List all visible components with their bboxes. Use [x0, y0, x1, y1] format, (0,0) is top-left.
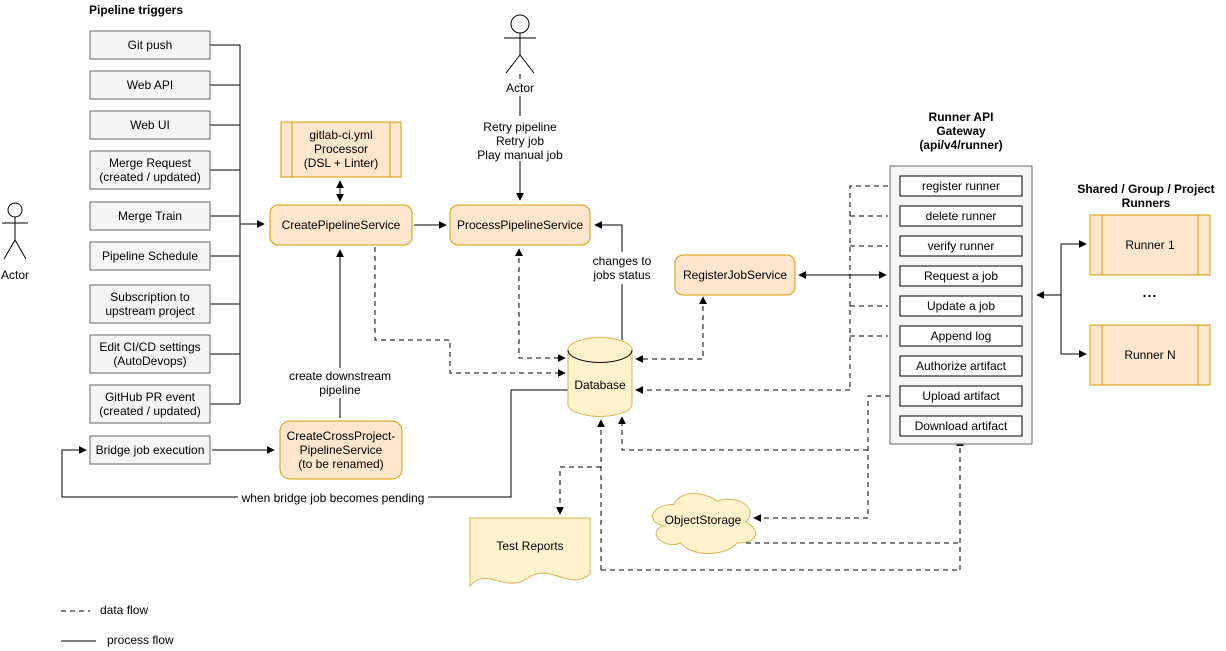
register-job-service-label: RegisterJobService	[682, 267, 788, 282]
endpoint-delete-runner: delete runner	[925, 208, 997, 223]
web-ui-box	[89, 110, 211, 140]
actor-top-figure	[504, 14, 536, 74]
endpoint-verify-runner: verify runner	[927, 238, 995, 253]
pipeline-triggers-title: Pipeline triggers	[88, 3, 184, 18]
github-pr-box	[89, 384, 211, 424]
edit-cicd-box	[89, 334, 211, 374]
runner-n-bars	[1101, 325, 1199, 385]
legend-data-flow-label: data flow	[100, 603, 149, 618]
bridge-pending-label: when bridge job becomes pending	[238, 491, 428, 506]
endpoint-delete-runner-box	[899, 205, 1023, 227]
trigger-subscription: Subscription to upstream project	[105, 289, 195, 318]
trigger-merge-train: Merge Train	[117, 208, 183, 223]
gitlab-ci-processor-box	[280, 121, 402, 178]
endpoint-append-log: Append log	[930, 328, 992, 343]
merge-request-box	[89, 150, 211, 190]
endpoint-upload-artifact-box	[899, 385, 1023, 407]
endpoint-register-runner-box	[899, 175, 1023, 197]
trigger-bridge-job: Bridge job execution	[95, 442, 205, 457]
process-pipeline-service-label: ProcessPipelineService	[456, 217, 584, 232]
actor-left-figure	[2, 202, 28, 260]
test-reports-label: Test Reports	[496, 538, 564, 553]
createpipeline-to-database-dashed	[374, 247, 566, 377]
web-api-box	[89, 70, 211, 100]
merge-train-box	[89, 201, 211, 231]
create-downstream-label: create downstream pipeline	[282, 368, 398, 398]
trigger-git-push: Git push	[127, 37, 173, 52]
processpipeline-database-dashed	[515, 248, 566, 362]
create-pipeline-service-label: CreatePipelineService	[281, 217, 401, 232]
runner-1-box	[1089, 214, 1211, 276]
endpoint-append-log-box	[899, 325, 1023, 347]
upload-artifact-to-objectstorage-dashed	[753, 395, 890, 522]
runners-title: Shared / Group / Project Runners	[1077, 181, 1215, 210]
database-cylinder	[567, 337, 633, 417]
runners-ellipsis: ...	[1142, 283, 1158, 300]
database-to-processpipeline-line	[594, 221, 623, 340]
endpoint-download-artifact: Download artifact	[914, 418, 1008, 433]
upload-artifact-to-database-dashed	[618, 416, 868, 451]
subscription-box	[89, 284, 211, 324]
gitlab-ci-processor-label: gitlab-ci.yml Processor (DSL + Linter)	[303, 127, 379, 171]
endpoint-authorize-artifact-box	[899, 355, 1023, 377]
runner-1-label: Runner 1	[1125, 237, 1175, 252]
trigger-edit-cicd: Edit CI/CD settings (AutoDevops)	[99, 339, 201, 368]
trigger-web-ui: Web UI	[130, 117, 170, 132]
runner-n-box	[1089, 324, 1211, 386]
endpoint-update-job-box	[899, 295, 1023, 317]
trigger-web-api: Web API	[126, 77, 174, 92]
database-to-testreports-dashed	[556, 466, 601, 515]
endpoint-request-job: Request a job	[923, 268, 999, 283]
runner-api-gateway-title: Runner API Gateway (api/v4/runner)	[919, 109, 1003, 153]
endpoint-request-job-box	[899, 265, 1023, 287]
register-job-service-box	[674, 254, 796, 296]
endpoint-authorize-artifact: Authorize artifact	[915, 358, 1007, 373]
legend-process-flow-label: process flow	[107, 633, 174, 648]
trigger-merge-request: Merge Request (created / updated)	[99, 155, 201, 184]
changes-to-jobs-status-label: changes to jobs status	[584, 252, 660, 284]
cross-project-service-box	[279, 420, 403, 480]
process-pipeline-service-box	[449, 204, 591, 246]
test-reports-document	[469, 517, 591, 588]
cross-project-service-label: CreateCrossProject- PipelineService (to …	[286, 428, 396, 472]
endpoint-upload-artifact: Upload artifact	[922, 388, 1000, 403]
pipeline-schedule-box	[89, 241, 211, 271]
database-cylinder-top-arc	[567, 349, 633, 363]
database-label: Database	[574, 377, 626, 392]
gitlab-ci-processor-bars	[291, 122, 391, 177]
endpoint-register-runner: register runner	[921, 178, 1001, 193]
actor-top-label: Actor	[505, 80, 534, 95]
runner-1-bars	[1101, 215, 1199, 275]
runner-n-label: Runner N	[1124, 347, 1176, 362]
endpoint-download-artifact-box	[899, 415, 1023, 437]
create-pipeline-service-box	[269, 204, 413, 246]
actor-left-label: Actor	[0, 267, 29, 282]
retry-actions-label: Retry pipeline Retry job Play manual job	[477, 119, 563, 163]
trigger-github-pr: GitHub PR event (created / updated)	[99, 389, 201, 418]
gateway-trunk-dashed	[849, 185, 888, 390]
trigger-trunk-line	[210, 44, 241, 405]
object-storage-cloud	[652, 493, 756, 554]
endpoint-update-job: Update a job	[926, 298, 996, 313]
registerjob-database-dashed	[635, 296, 707, 363]
endpoint-verify-runner-box	[899, 235, 1023, 257]
bridge-job-box	[89, 435, 211, 465]
trigger-pipeline-schedule: Pipeline Schedule	[101, 248, 199, 263]
git-push-box	[89, 30, 211, 60]
object-storage-label: ObjectStorage	[664, 512, 742, 527]
